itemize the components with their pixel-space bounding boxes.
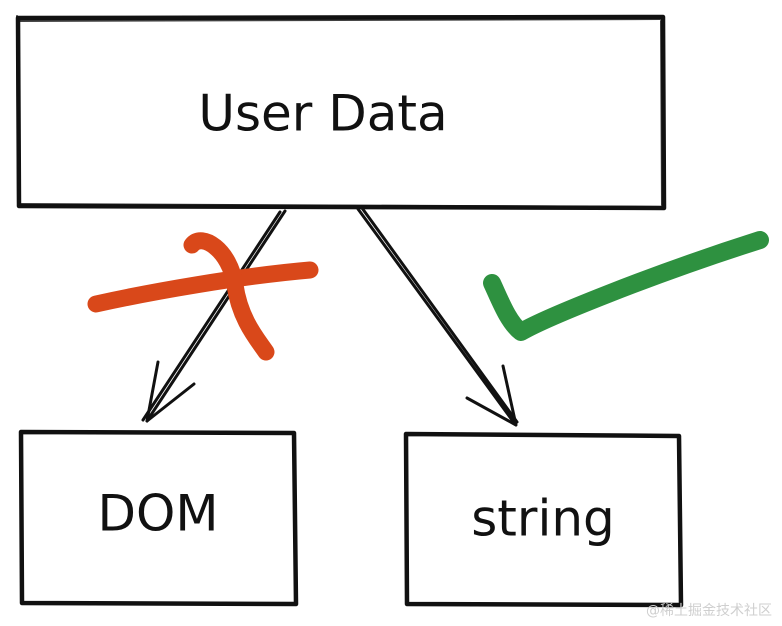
arrow-shaft <box>356 206 519 426</box>
node-string: string <box>403 431 684 608</box>
arrow-head <box>465 364 518 427</box>
arrow-user-data-to-dom <box>141 209 287 423</box>
cross-mark-icon <box>87 232 319 361</box>
check-stroke <box>483 231 769 341</box>
node-string-border <box>403 431 684 608</box>
node-user-data-border-sketch <box>16 15 663 208</box>
node-dom-label: DOM <box>98 485 219 543</box>
node-dom-border <box>18 429 299 607</box>
node-dom: DOM <box>18 429 299 607</box>
arrow-shaft <box>141 209 287 423</box>
checkmark-icon <box>483 231 769 341</box>
arrow-head <box>145 360 196 423</box>
node-user-data: User Data <box>15 14 667 211</box>
cross-stroke-vertical <box>183 232 275 361</box>
node-user-data-label: User Data <box>198 85 447 143</box>
arrow-user-data-to-string <box>356 206 519 427</box>
node-string-label: string <box>471 490 615 548</box>
cross-stroke-horizontal <box>87 261 319 313</box>
watermark-text: @稀土掘金技术社区 <box>646 603 772 619</box>
